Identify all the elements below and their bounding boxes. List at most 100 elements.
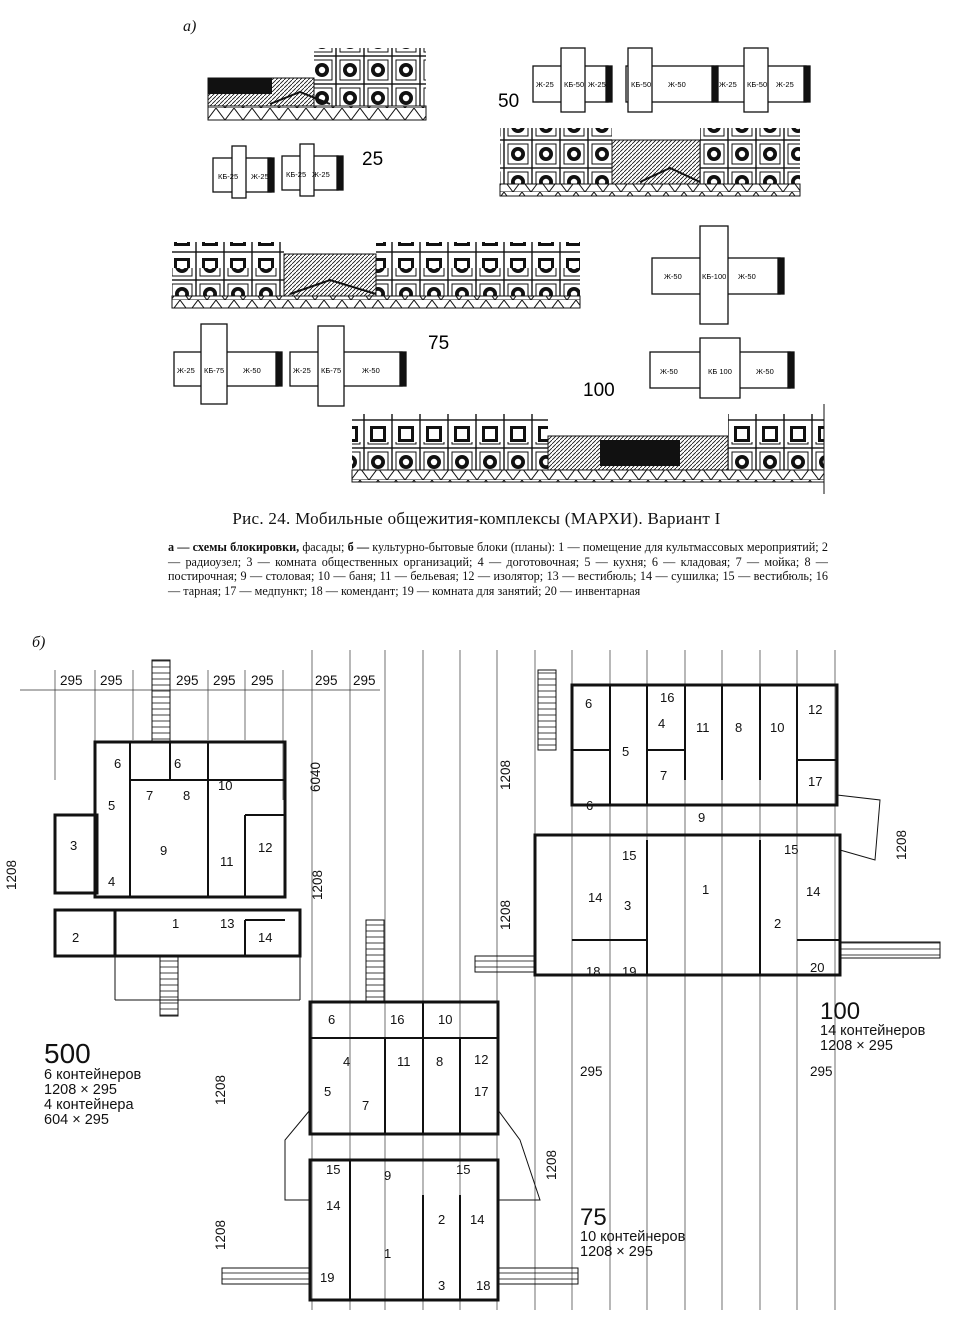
plan-100-line2: 1208 × 295 xyxy=(820,1038,893,1054)
room-6-b: 6 xyxy=(174,756,181,771)
block-zh25-f: Ж-25 xyxy=(776,80,794,89)
dim-1208-3: 1208 xyxy=(498,760,513,790)
plan-500-line3: 4 контейнера xyxy=(44,1097,134,1113)
dim-295-7: 295 xyxy=(353,673,376,688)
dim-1208-2: 1208 xyxy=(310,870,325,900)
block-zh50-f: Ж-50 xyxy=(660,367,678,376)
floor-plans: 295 295 295 295 295 295 295 295 295 6040… xyxy=(4,650,941,1310)
room-17-a: 17 xyxy=(808,774,822,789)
dim-1208-8: 1208 xyxy=(894,830,909,860)
room-15-c: 15 xyxy=(326,1162,340,1177)
room-1-c: 1 xyxy=(384,1246,391,1261)
variant-100-label: 100 xyxy=(583,380,615,401)
block-zh25-a: Ж-25 xyxy=(251,172,269,181)
block-kb75-b: КБ-75 xyxy=(321,366,341,375)
room-5-b: 5 xyxy=(622,744,629,759)
block-kb25-a: КБ-25 xyxy=(218,172,238,181)
room-6-c: 6 xyxy=(585,696,592,711)
room-10-b: 10 xyxy=(770,720,784,735)
facade-100 xyxy=(351,404,825,494)
block-kb100-a: КБ-100 xyxy=(702,272,726,281)
block-kb50-a: КБ-50 xyxy=(564,80,584,89)
variant-75-label: 75 xyxy=(428,333,449,354)
room-18-b: 18 xyxy=(476,1278,490,1293)
room-11-c: 11 xyxy=(397,1054,411,1069)
block-zh50-a: Ж-50 xyxy=(668,80,686,89)
block-zh25-b: Ж-25 xyxy=(312,170,330,179)
facade-25 xyxy=(207,48,427,121)
room-7-c: 7 xyxy=(362,1098,369,1113)
block-kb75-a: КБ-75 xyxy=(204,366,224,375)
block-kb25-b: КБ-25 xyxy=(286,170,306,179)
dim-1208-1: 1208 xyxy=(4,860,19,890)
plan-100-stats: 100 14 контейнеров 1208 × 295 xyxy=(820,1000,925,1054)
legend-b-text: культурно-бытовые блоки (планы): 1 — пом… xyxy=(168,540,828,598)
room-18-a: 18 xyxy=(586,964,600,979)
room-11-a: 11 xyxy=(220,854,234,869)
block-zh25-g: Ж-25 xyxy=(177,366,195,375)
room-12-b: 12 xyxy=(808,702,822,717)
dim-295-1: 295 xyxy=(60,673,83,688)
dim-295-9: 295 xyxy=(810,1064,833,1079)
variant-50-label: 50 xyxy=(498,91,519,112)
plan-100-line1: 14 контейнеров xyxy=(820,1023,926,1039)
facade-75 xyxy=(171,242,581,309)
block-zh50-b: Ж-50 xyxy=(664,272,682,281)
room-15-a: 15 xyxy=(622,848,636,863)
room-6-d: 6 xyxy=(586,798,593,813)
plan-500-line2: 1208 × 295 xyxy=(44,1082,117,1098)
plan-75-title: 75 xyxy=(580,1204,607,1231)
legend-a-text: фасады; xyxy=(299,540,348,554)
block-kb50-b: КБ-50 xyxy=(631,80,651,89)
room-numbers: 6 6 7 8 10 5 3 9 11 12 4 2 1 13 14 6 16 … xyxy=(70,690,824,1293)
room-5-c: 5 xyxy=(324,1084,331,1099)
room-8-b: 8 xyxy=(735,720,742,735)
plan-75-line1: 10 контейнеров xyxy=(580,1229,686,1245)
block-zh50-g: Ж-50 xyxy=(756,367,774,376)
room-20-a: 20 xyxy=(810,960,824,975)
room-15-b: 15 xyxy=(784,842,798,857)
plan-75 xyxy=(221,919,579,1302)
room-5-a: 5 xyxy=(108,798,115,813)
dim-295-8: 295 xyxy=(580,1064,603,1079)
plan-500-stats: 500 6 контейнеров 1208 × 295 4 контейнер… xyxy=(44,1040,141,1128)
room-8-c: 8 xyxy=(436,1054,443,1069)
block-plan-25 xyxy=(212,143,344,199)
block-zh50-e: Ж-50 xyxy=(362,366,380,375)
room-19-a: 19 xyxy=(622,964,636,979)
room-2-b: 2 xyxy=(774,916,781,931)
plan-500-title: 500 xyxy=(44,1038,91,1069)
room-9-a: 9 xyxy=(160,843,167,858)
plan-75-stats: 75 10 контейнеров 1208 × 295 xyxy=(580,1206,685,1260)
block-zh25-h: Ж-25 xyxy=(293,366,311,375)
grid-lines xyxy=(20,650,836,1310)
room-14-b: 14 xyxy=(588,890,602,905)
room-12-a: 12 xyxy=(258,840,272,855)
room-2-a: 2 xyxy=(72,930,79,945)
room-14-a: 14 xyxy=(258,930,272,945)
room-4-c: 4 xyxy=(343,1054,350,1069)
dim-1208-5: 1208 xyxy=(213,1075,228,1105)
plan-100 xyxy=(474,669,941,977)
plan-500-line1: 6 контейнеров xyxy=(44,1067,142,1083)
section-b-label: б) xyxy=(32,634,46,651)
dim-295-5: 295 xyxy=(251,673,274,688)
room-6-e: 6 xyxy=(328,1012,335,1027)
dim-1208-4: 1208 xyxy=(498,900,513,930)
facade-drawings: КБ-25 Ж-25 КБ-25 Ж-25 25 Ж-25 КБ-50 Ж-25… xyxy=(171,47,825,494)
dim-1208-7: 1208 xyxy=(544,1150,559,1180)
room-14-d: 14 xyxy=(326,1198,340,1213)
section-a-label: а) xyxy=(183,18,197,35)
room-14-e: 14 xyxy=(470,1212,484,1227)
room-1-b: 1 xyxy=(702,882,709,897)
room-10-c: 10 xyxy=(438,1012,452,1027)
legend-b-key: б — xyxy=(347,540,370,554)
room-2-c: 2 xyxy=(438,1212,445,1227)
legend-a-key: а — схемы блокировки, xyxy=(168,540,300,554)
dim-295-4: 295 xyxy=(213,673,236,688)
room-1-a: 1 xyxy=(172,916,179,931)
room-3-c: 3 xyxy=(438,1278,445,1293)
figure-legend: а — схемы блокировки, фасады; б — культу… xyxy=(168,540,828,598)
room-11-b: 11 xyxy=(696,720,710,735)
room-9-b: 9 xyxy=(698,810,705,825)
